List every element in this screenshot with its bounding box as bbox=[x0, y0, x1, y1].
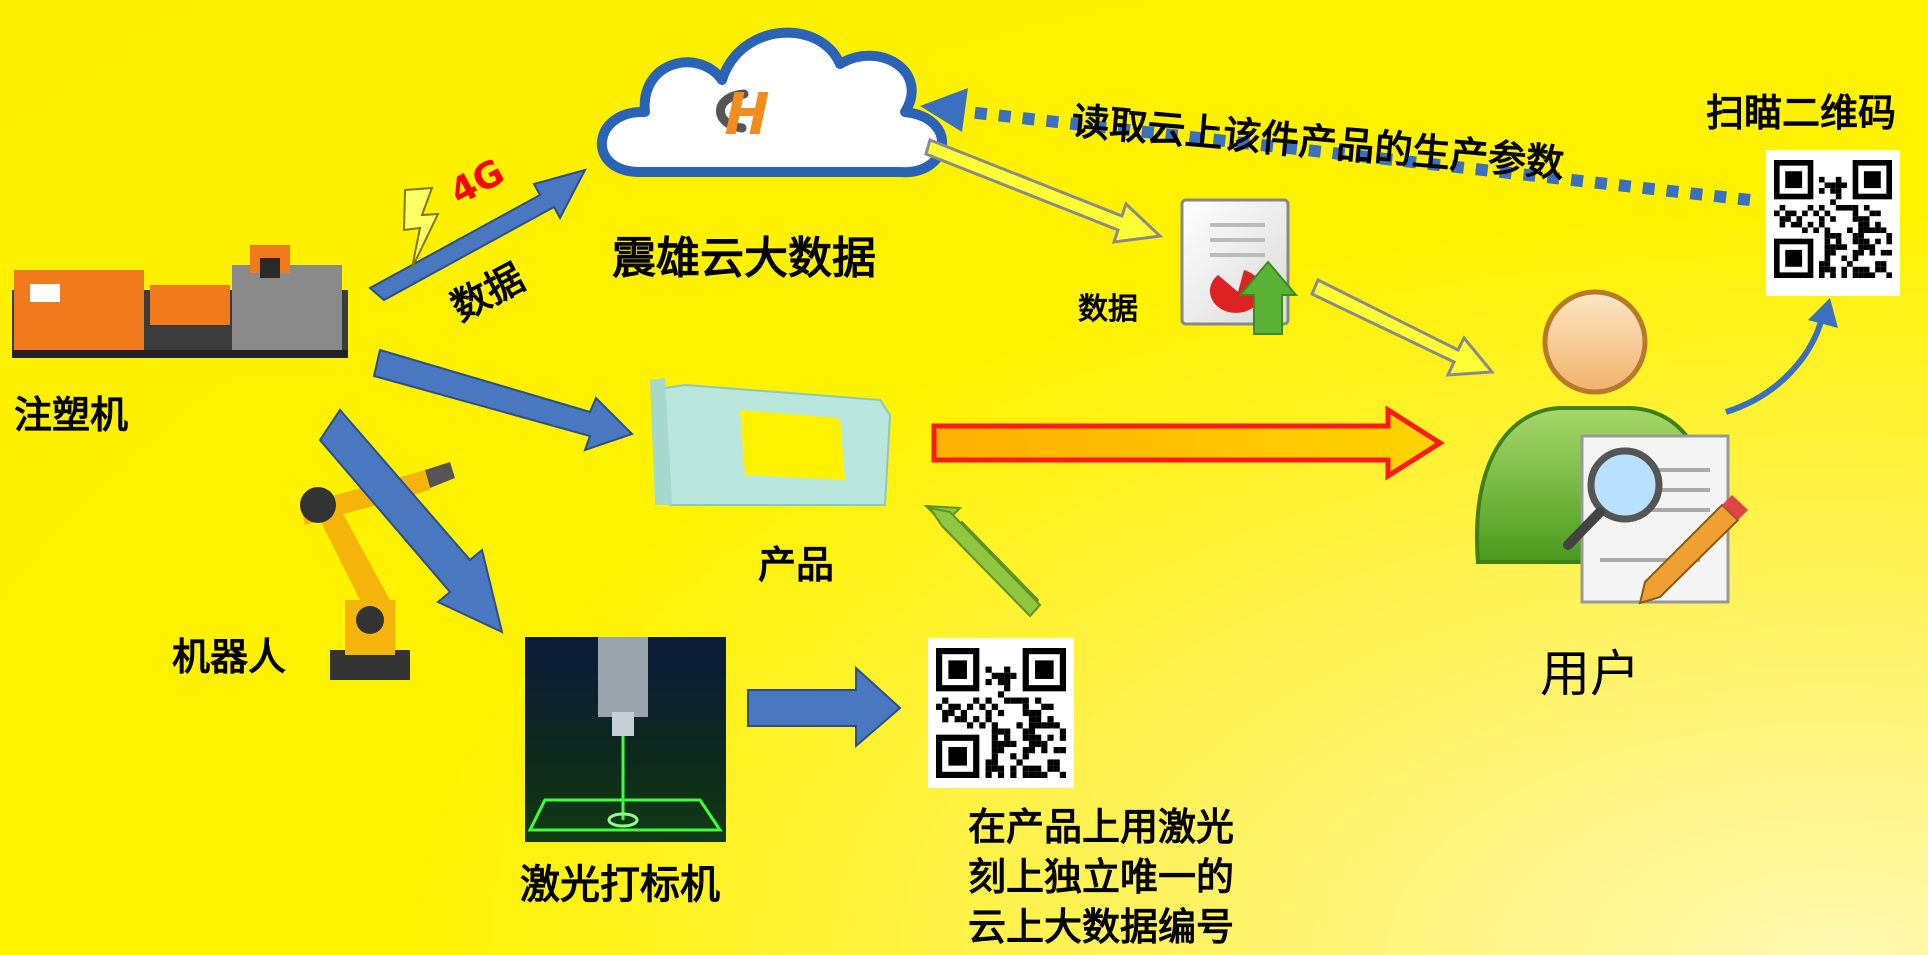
qr-code-scan-icon bbox=[1766, 150, 1900, 296]
cloud-logo-icon bbox=[716, 89, 769, 134]
product-label: 产品 bbox=[758, 543, 835, 587]
arrow-cloud-to-document bbox=[924, 137, 1164, 244]
arrow-machine-to-laser bbox=[318, 408, 504, 634]
laser-note-line-2: 刻上独立唯一的 bbox=[968, 855, 1235, 899]
cloud-icon bbox=[597, 27, 948, 178]
arrow-qr-to-cloud-dotted bbox=[920, 88, 1751, 206]
data-document-icon bbox=[1180, 198, 1299, 335]
cloud-label: 震雄云大数据 bbox=[612, 233, 876, 284]
lightning-icon bbox=[402, 186, 440, 269]
injection-machine-icon bbox=[12, 245, 348, 358]
laser-note-line-3: 云上大数据编号 bbox=[968, 905, 1235, 949]
arrow-laser-to-qr bbox=[747, 665, 902, 749]
user-icon bbox=[1475, 289, 1748, 605]
laser-note: 在产品上用激光 刻上独立唯一的 云上大数据编号 bbox=[968, 802, 1234, 952]
laser-note-line-1: 在产品上用激光 bbox=[968, 805, 1235, 849]
user-label: 用户 bbox=[1540, 645, 1640, 703]
arrow-user-to-qr bbox=[1725, 298, 1838, 415]
data-doc-label: 数据 bbox=[1078, 292, 1138, 327]
arrow-document-to-user bbox=[1310, 277, 1496, 377]
injection-machine-label: 注塑机 bbox=[14, 393, 129, 437]
qr-code-product-icon bbox=[928, 638, 1074, 788]
laser-marker-icon bbox=[525, 637, 726, 842]
scan-qr-label: 扫瞄二维码 bbox=[1706, 91, 1897, 135]
arrow-machine-to-cloud bbox=[368, 168, 587, 302]
arrow-machine-to-product bbox=[372, 348, 634, 452]
arrow-product-to-user bbox=[931, 405, 1445, 481]
product-part-icon bbox=[650, 378, 892, 506]
robot-label: 机器人 bbox=[172, 635, 287, 679]
arrow-qr-to-product bbox=[923, 504, 1042, 618]
laser-marker-label: 激光打标机 bbox=[520, 862, 720, 908]
